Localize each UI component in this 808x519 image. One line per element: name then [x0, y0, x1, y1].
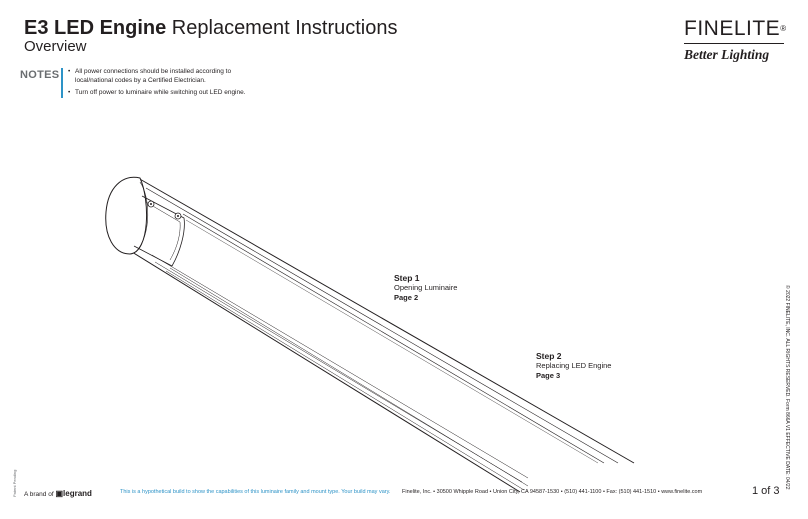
step-label: Opening Luminaire [394, 283, 458, 292]
title-bold: E3 LED Engine [24, 17, 167, 39]
brand-name: FINELITE® [684, 17, 794, 41]
screw-icon [177, 215, 179, 217]
notes-list: All power connections should be installe… [68, 68, 268, 102]
luminaire-housing-line-2 [165, 270, 525, 491]
copyright-notice: © 2022 FINELITE, INC. ALL RIGHTS RESERVE… [784, 285, 790, 490]
luminaire-lens-edge [182, 213, 605, 464]
step-title: Step 2 [536, 351, 562, 361]
company-address: Finelite, Inc. • 30500 Whipple Road • Un… [402, 489, 703, 495]
patent-notice: Patent Pending [12, 469, 17, 497]
step-title: Step 1 [394, 273, 420, 283]
notes-accent-bar [61, 68, 63, 98]
brand-tagline: Better Lighting [684, 47, 770, 62]
end-cap-bracket-inner [145, 201, 181, 261]
registered-mark: ® [780, 24, 787, 33]
page-number: 1 of 3 [752, 485, 780, 497]
finelite-logo: FINELITE® Better Lighting [684, 17, 794, 63]
brand-divider [684, 43, 784, 44]
title-rest: Replacement Instructions [166, 17, 398, 39]
legrand-logo: ▣legrand [55, 489, 92, 498]
step-page-link[interactable]: Page 2 [394, 293, 419, 302]
luminaire-top-edge [137, 177, 635, 464]
legrand-name: legrand [63, 489, 92, 498]
build-disclaimer: This is a hypothetical build to show the… [120, 489, 391, 495]
luminaire-top-inner-edge [145, 187, 619, 464]
step-label: Replacing LED Engine [536, 361, 612, 370]
luminaire-channel-upper [151, 254, 529, 479]
step-page-link[interactable]: Page 3 [536, 371, 561, 380]
end-cap-inner [135, 181, 149, 253]
luminaire-housing-line-1 [169, 267, 529, 487]
brand-prefix: A brand of [24, 491, 54, 498]
luminaire-bottom-edge [131, 251, 521, 493]
step-2-callout: Step 2 Replacing LED Engine Page 3 [536, 351, 611, 381]
luminaire-end-cap [105, 176, 148, 255]
legrand-brand: A brand of ▣legrand [24, 489, 92, 498]
page-subtitle: Overview [24, 38, 87, 55]
step-1-callout: Step 1 Opening Luminaire Page 2 [394, 273, 457, 303]
brand-name-text: FINELITE [684, 17, 781, 40]
luminaire-lens-inner-edge [185, 219, 599, 464]
end-cap-bracket [133, 195, 185, 267]
note-item: All power connections should be installe… [68, 68, 268, 85]
notes-label: NOTES [20, 69, 60, 81]
page-title: E3 LED Engine Replacement Instructions [24, 16, 397, 40]
note-item: Turn off power to luminaire while switch… [68, 89, 268, 98]
screw-icon [150, 203, 152, 205]
